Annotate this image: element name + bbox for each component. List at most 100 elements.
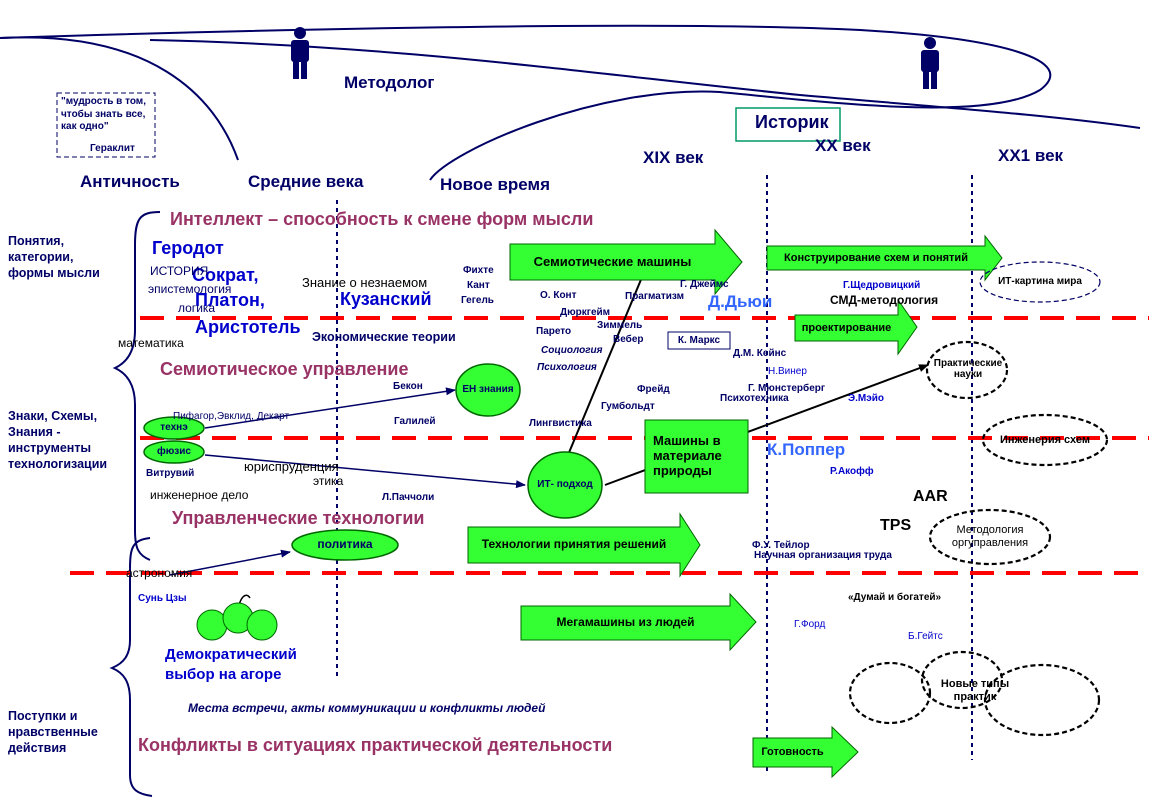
quote-box <box>56 92 156 158</box>
label-psychotechnics: Психотехника <box>720 393 789 404</box>
era-modern: Новое время <box>440 175 551 194</box>
ellipse-shape-politics <box>291 529 399 561</box>
row-label-acts: Поступки и нравственные действия <box>8 709 98 755</box>
heading-meetings: Места встречи, акты коммуникации и конфл… <box>188 701 546 715</box>
name-hegel: Гегель <box>461 295 494 306</box>
ellipse-schema-engineering: Инженерия схем <box>1000 433 1090 446</box>
methodologist-label: Методолог <box>344 73 435 92</box>
arrow-shape-semiotic-machines <box>509 228 743 296</box>
name-ackoff: Р.Акофф <box>830 466 874 477</box>
horizon-arc-left <box>0 36 239 161</box>
ellipse-shape-techne <box>143 416 205 440</box>
ellipse-shape-it <box>527 451 603 519</box>
name-popper: К.Поппер <box>767 440 846 459</box>
ellipse-shape-it-picture <box>979 261 1101 303</box>
name-cusanus: Кузанский <box>340 289 432 309</box>
name-weber: Вебер <box>613 334 644 345</box>
name-keynes: Д.М. Кейнс <box>733 348 787 359</box>
ellipse-shape-practices-3 <box>983 663 1101 737</box>
name-munsterberg: Г. Мюнстерберг <box>748 383 826 394</box>
ellipse-shape-practices-1 <box>848 661 932 725</box>
agora-circle-1 <box>196 609 228 641</box>
ellipse-shape-physis <box>143 440 205 464</box>
ellipse-techne: технэ <box>160 422 188 434</box>
heading-conflicts: Конфликты в ситуациях практической деяте… <box>138 735 613 755</box>
name-bacon: Бекон <box>393 381 423 392</box>
name-simmel: Зиммель <box>597 320 643 331</box>
brace-top <box>112 211 161 561</box>
box-shape-machines-nature <box>644 419 749 494</box>
name-socrates: Сократ, <box>192 265 259 285</box>
label-tps: TPS <box>880 517 912 534</box>
label-logic: логика <box>178 301 216 315</box>
arrow-schemes: Конструирование схем и понятий <box>784 251 968 264</box>
era-c21: XX1 век <box>998 146 1064 165</box>
arrow-astronomy-politics <box>169 549 291 576</box>
arrow-shape-decisions <box>467 512 701 578</box>
ellipse-physis: фюзис <box>157 446 191 458</box>
label-jurisprudence: юриспруденция <box>244 459 339 474</box>
row-label-concepts: Понятия, категории, формы мысли <box>8 234 100 280</box>
person-icon-historian <box>921 37 939 89</box>
arrow-it-semiotic <box>567 269 646 456</box>
name-durkheim: Дюркгейм <box>560 307 611 318</box>
label-sociology: Социология <box>541 345 603 356</box>
name-sunzi: Сунь Цзы <box>138 593 187 604</box>
label-psychology: Психология <box>537 362 597 373</box>
label-econ-theories: Экономические теории <box>312 330 456 344</box>
name-dewey: Д.Дьюи <box>708 292 773 311</box>
ellipse-shape-en <box>455 363 521 417</box>
label-democratic-choice: Демократический выбор на агоре <box>165 646 297 683</box>
arrow-physis-it <box>204 454 526 489</box>
name-james: Г. Джеймс <box>680 279 729 290</box>
heraclitus-author: Гераклит <box>90 143 135 154</box>
era-middle-ages: Средние века <box>248 172 364 191</box>
ellipse-shape-org-method <box>928 508 1052 566</box>
name-mayo: Э.Мэйо <box>848 393 885 404</box>
ellipse-shape-practices-2 <box>920 650 1004 710</box>
ellipse-shape-schema-eng <box>981 413 1109 467</box>
ellipse-politics: политика <box>317 537 373 552</box>
brace-bottom <box>109 537 153 797</box>
arrow-megamachines: Мегамашины из людей <box>556 615 695 630</box>
heading-mgmt-tech: Управленческие технологии <box>172 508 425 528</box>
ellipse-org-methodology: Методология оргуправления <box>951 524 1029 549</box>
name-freud: Фрейд <box>637 384 670 395</box>
arrow-decisions: Технологии принятия решений <box>481 537 667 552</box>
label-pragmatism: Прагматизм <box>625 291 685 302</box>
name-plato: Платон, <box>195 290 265 310</box>
name-shchedrovitsky: Г.Щедровицкий <box>843 280 921 291</box>
name-taylor: Ф.У. Тейлор <box>752 540 810 551</box>
historian-label: Историк <box>755 112 829 132</box>
heading-semiotic: Семиотическое управление <box>160 359 409 379</box>
era-antiquity: Античность <box>80 172 180 191</box>
label-ethics: этика <box>313 474 344 488</box>
arrow-semiotic-machines: Семиотические машины <box>533 253 692 269</box>
label-engineering: инженерное дело <box>150 488 249 502</box>
name-fichte: Фихте <box>463 265 494 276</box>
arrow-design: проектирование <box>801 321 892 334</box>
name-ford: Г.Форд <box>794 619 826 630</box>
label-mathematics: математика <box>118 336 184 350</box>
ellipse-new-practices: Новые типы практик <box>940 678 1010 703</box>
name-gates: Б.Гейтс <box>908 631 943 642</box>
label-epistemology: эпистемология <box>148 282 232 296</box>
arrow-readiness: Готовность <box>761 746 824 759</box>
name-comte: О. Конт <box>540 290 577 301</box>
label-history: ИСТОРИЯ <box>150 264 209 278</box>
label-astronomy: астрономия <box>126 566 193 580</box>
arrow-shape-megamachines <box>520 592 757 652</box>
name-aristotle: Аристотель <box>195 317 301 337</box>
arrow-shape-design <box>794 298 918 356</box>
row-label-signs: Знаки, Схемы, Знания - инструменты техно… <box>8 409 108 471</box>
box-marx: К. Маркс <box>677 334 721 346</box>
label-think-rich: «Думай и богатей» <box>848 592 942 603</box>
label-nof: Научная организация труда <box>754 550 892 561</box>
name-herodotus: Геродот <box>152 238 224 258</box>
ellipse-en-knowledge: ЕН знания <box>462 384 514 396</box>
heading-intellect: Интеллект – способность к смене форм мыс… <box>170 209 594 229</box>
names-pythagoras: Пифагор,Эвклид, Декарт <box>173 411 290 422</box>
box-shape-marx <box>667 331 731 350</box>
